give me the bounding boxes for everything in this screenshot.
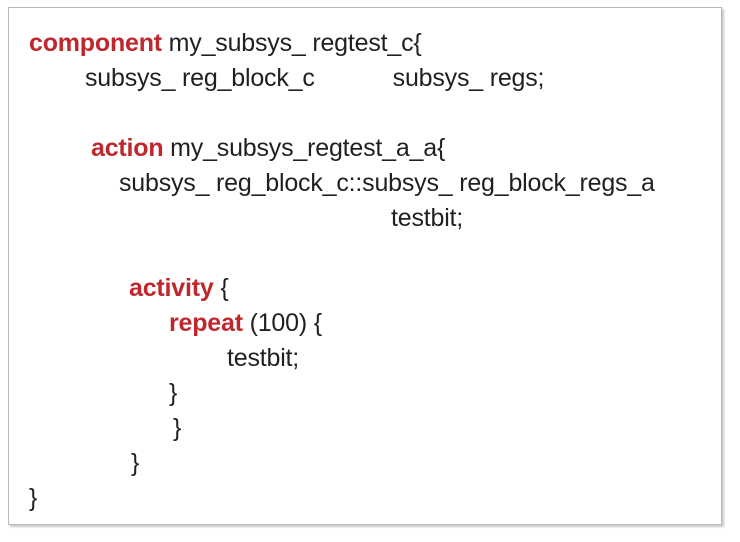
close-brace-component: } [29,484,38,512]
close-brace-activity: } [173,414,182,442]
open-brace-activity: { [220,274,229,302]
close-brace-repeat: } [169,379,178,407]
code-listing-frame: component my_subsys_ regtest_c{ subsys_ … [8,7,722,525]
identifier-component-name: my_subsys_ regtest_c [168,29,414,57]
identifier-testbit-field: testbit; [391,204,464,232]
open-brace-action: { [436,134,446,162]
close-brace-action: } [131,449,140,477]
code-line-field-declaration: subsys_ reg_block_c subsys_ regs; [9,61,721,96]
code-line-close-activity: } [9,411,721,446]
keyword-repeat: repeat [169,309,243,337]
code-line-repeat: repeat (100) { [9,306,721,341]
blank-line [9,96,721,131]
code-line-action-declaration: action my_subsys_regtest_a_a{ [9,131,721,166]
type-qualified-reg-block-regs: subsys_ reg_block_c::subsys_ reg_block_r… [119,169,655,197]
keyword-component: component [29,29,162,57]
open-brace-component: { [413,29,422,57]
code-line-component-declaration: component my_subsys_ regtest_c{ [9,26,721,61]
code-line-testbit-call: testbit; [9,341,721,376]
open-brace-repeat: { [313,309,322,337]
blank-line [9,236,721,271]
code-line-close-repeat: } [9,376,721,411]
identifier-testbit-call: testbit; [227,344,300,372]
code-listing: component my_subsys_ regtest_c{ subsys_ … [9,8,721,524]
type-subsys-reg-block-c: subsys_ reg_block_c [85,64,315,92]
code-line-close-component: } [9,481,721,516]
field-name-subsys-regs: subsys_ regs; [392,64,545,92]
repeat-count-argument: (100) [249,309,308,337]
code-line-qualified-type: subsys_ reg_block_c::subsys_ reg_block_r… [9,166,721,201]
code-line-activity: activity { [9,271,721,306]
keyword-activity: activity [129,274,214,302]
code-line-close-action: } [9,446,721,481]
code-line-testbit-declaration: testbit; [9,201,721,236]
keyword-action: action [91,134,164,162]
identifier-action-name: my_subsys_regtest_a_a [170,134,437,162]
